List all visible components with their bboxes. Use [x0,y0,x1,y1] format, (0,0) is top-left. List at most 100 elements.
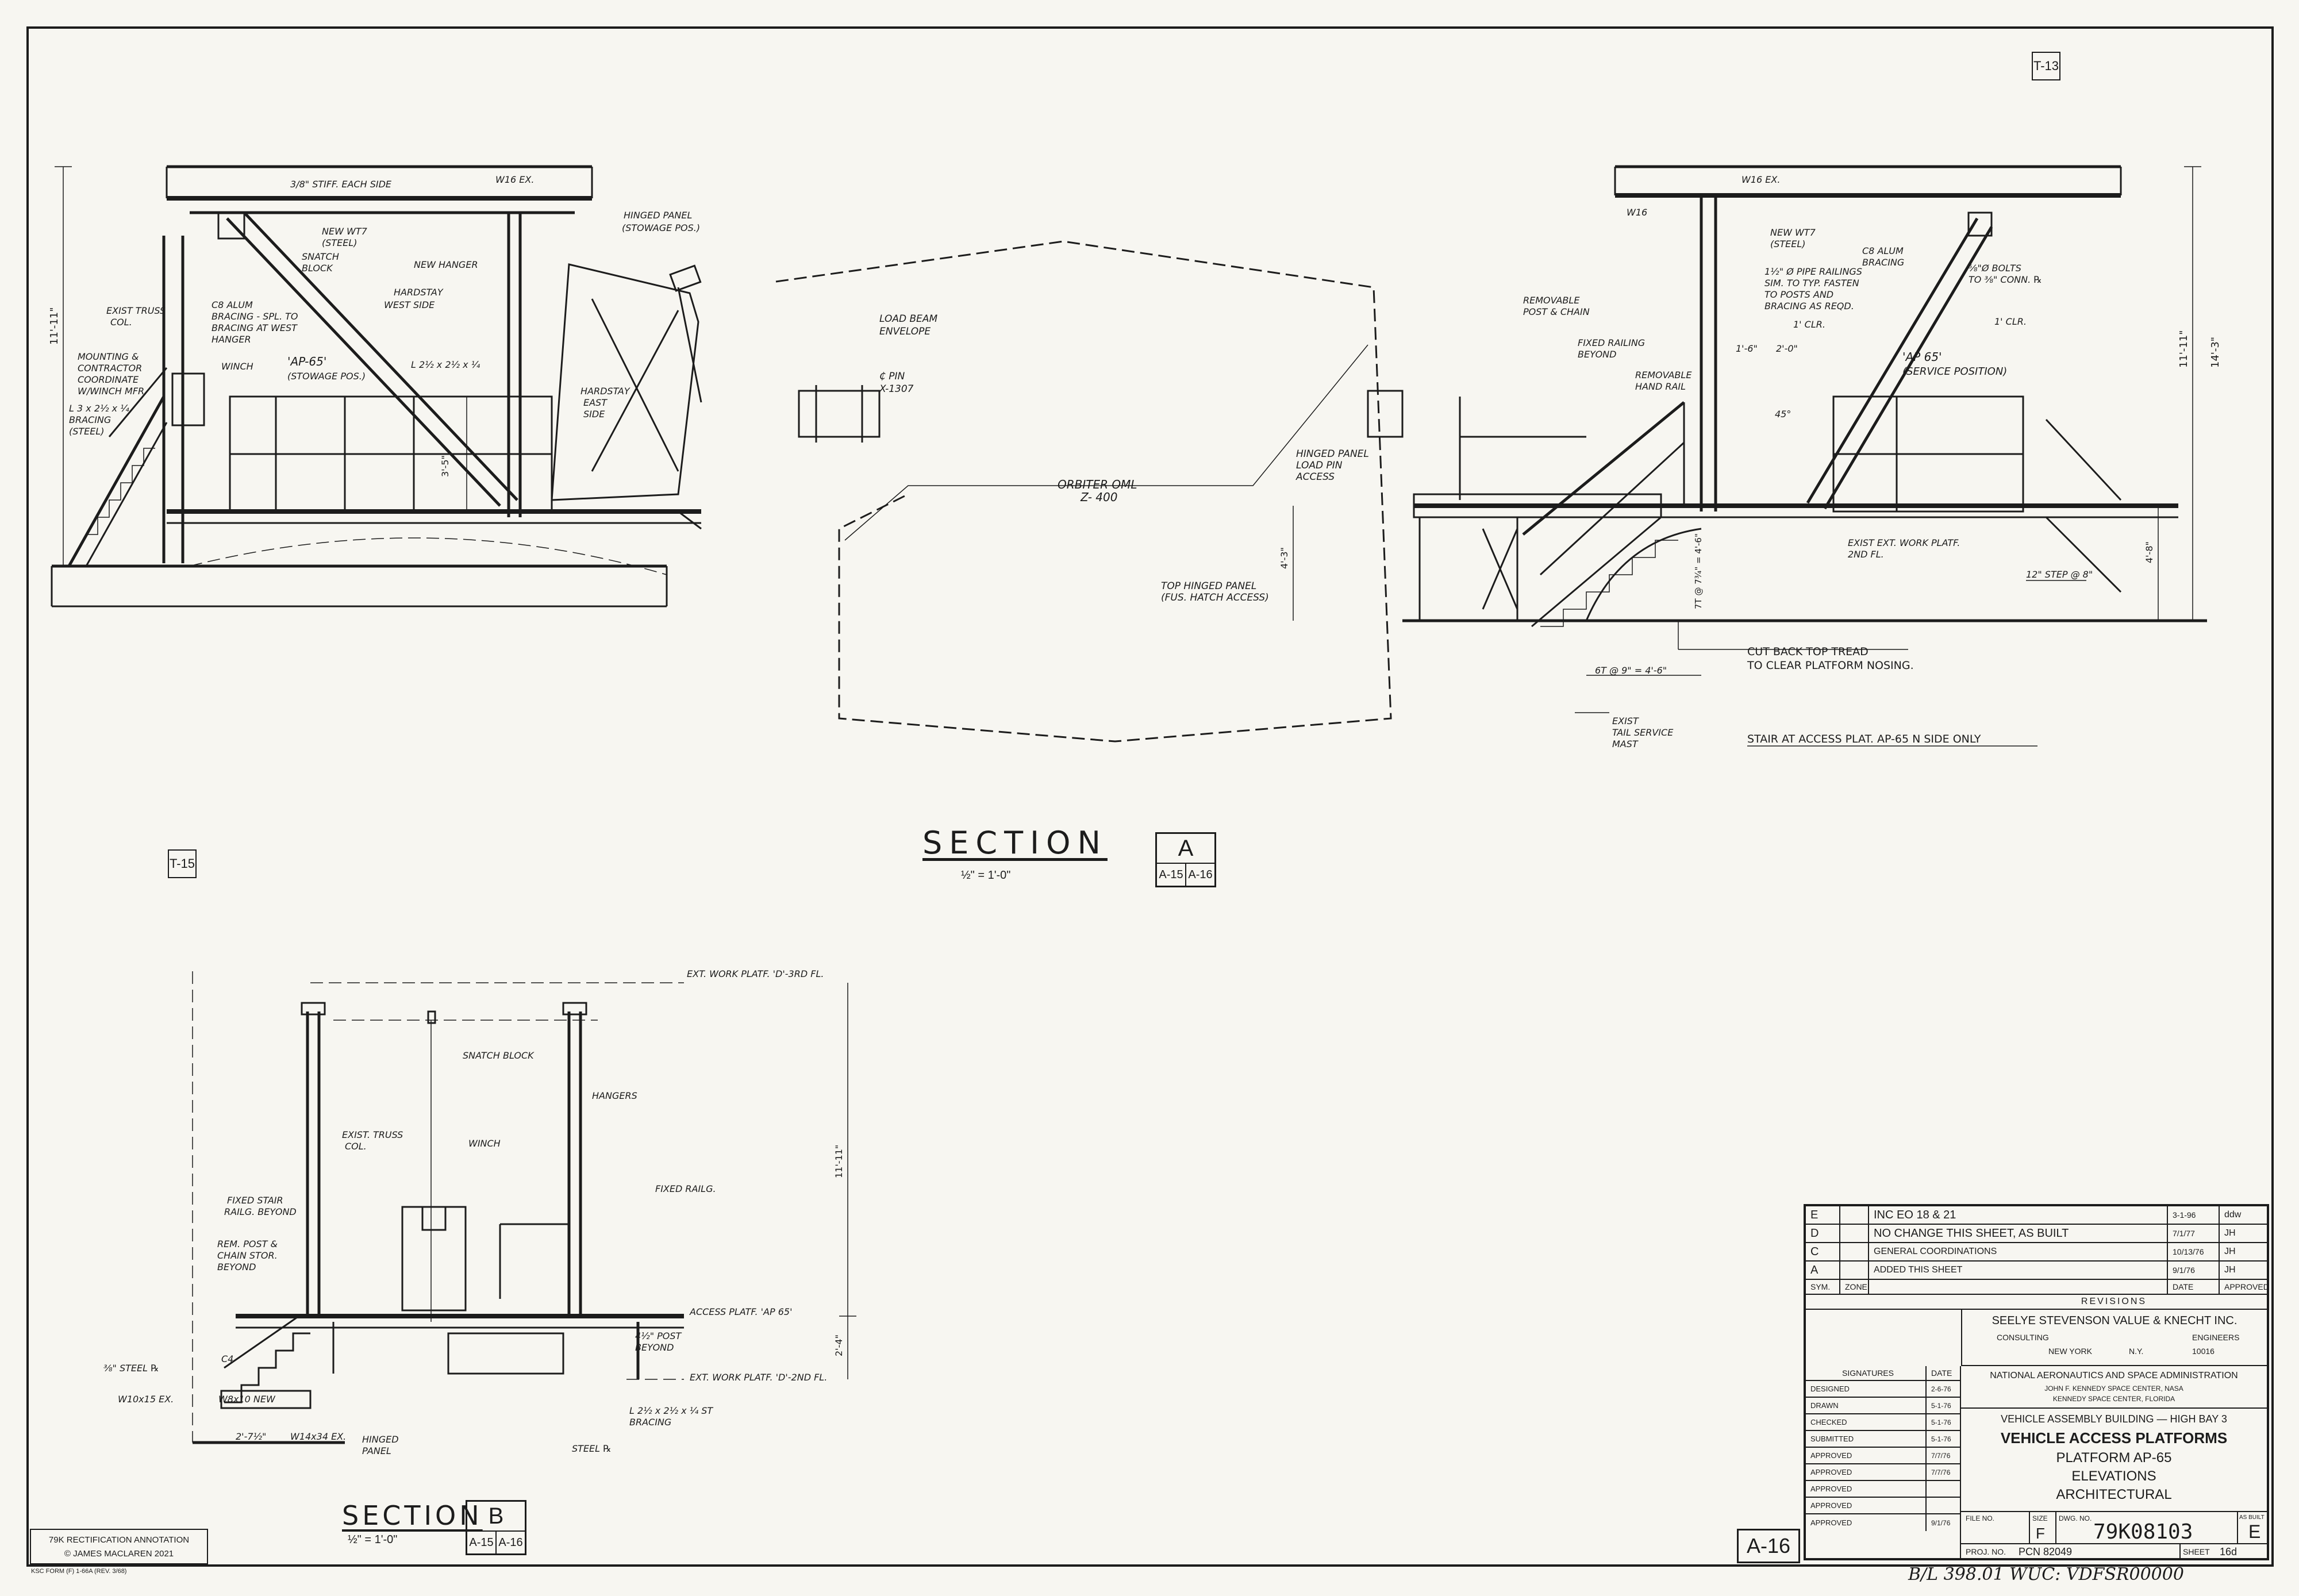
bracing-size-b-label: L 2½ x 2½ x ¼ ST [629,1405,713,1416]
stair-note-label: STAIR AT ACCESS PLAT. AP-65 N SIDE ONLY [1747,733,1981,745]
dwg-no-label: DWG. NO. [2059,1514,2092,1522]
signature-role: APPROVED [1806,1448,1927,1463]
annotation-line-1: 79K RECTIFICATION ANNOTATION [48,1535,190,1545]
mast-label: MAST [1612,739,1639,749]
stiff-label: 3/8" STIFF. EACH SIDE [290,179,392,190]
rev-header-approved: APPROVED [2224,1282,2269,1291]
beyond-label: BEYOND [1578,349,1616,360]
dim-6t: 6T @ 9" = 4'-6" [1595,665,1667,676]
steel-right-label: (STEEL) [1770,239,1806,249]
block-label: BLOCK [302,263,333,274]
chain-stor-label: CHAIN STOR. [217,1250,278,1261]
rev-zone [1840,1243,1869,1260]
col-b-label: COL. [345,1141,367,1152]
revisions-title-row: REVISIONS [1806,1295,2267,1310]
exist-platf-label: EXIST EXT. WORK PLATF. [1848,537,1960,548]
revisions-title: REVISIONS [2081,1297,2147,1306]
signature-date: 5-1-76 [1931,1435,1951,1443]
right-143-dim: 14'-3" [2209,337,2221,368]
bracing-b-label: BRACING [629,1417,671,1428]
section-b-ref-2: A-16 [498,1536,523,1549]
c8-alum-right-label: C8 ALUM [1862,245,1904,256]
sim-label: SIM. TO TYP. FASTEN [1764,278,1859,289]
col-label: COL. [110,317,132,328]
annotation-line-2: © JAMES MACLAREN 2021 [64,1549,174,1559]
signature-role: APPROVED [1806,1514,1927,1531]
to-posts-label: TO POSTS AND [1764,289,1833,300]
ap65-stowage-label: 'AP-65' [287,355,326,368]
fixed-railing-b-label: FIXED RAILG. [655,1183,716,1194]
rev-zone [1840,1225,1869,1242]
sheet-label: SHEET [2183,1547,2210,1556]
beyond-b-label: BEYOND [217,1262,256,1272]
winch-b-label: WINCH [468,1138,501,1149]
bracing-label: BRACING [69,414,111,425]
dim-43: 4'-3" [1279,547,1290,569]
title-line-2: VEHICLE ACCESS PLATFORMS [2000,1429,2228,1447]
sheet-tag: A-16 [1737,1529,1800,1563]
signatures-date-header: DATE [1931,1368,1952,1378]
w8-label: W8x10 NEW [218,1394,276,1405]
stowage-pos-label: (STOWAGE POS.) [622,222,700,233]
rev-zone [1840,1262,1869,1279]
brace-size-label: L 3 x 2½ x ¼ [69,403,129,414]
agency-block: NATIONAL AERONAUTICS AND SPACE ADMINISTR… [1961,1366,2267,1409]
snatch-label: SNATCH [302,251,339,262]
exist-label: EXIST [1612,716,1639,726]
removable-label: REMOVABLE [1523,295,1580,306]
w-winch-label: W/WINCH MFR. [78,386,147,397]
hanger-label: HANGER [212,334,251,345]
file-no-label: FILE NO. [1966,1514,1995,1522]
signature-date: 9/1/76 [1931,1518,1951,1527]
cut-back-label: CUT BACK TOP TREAD [1747,645,1869,658]
ap65-service-label: 'AP 65' [1902,350,1942,364]
agency-center: JOHN F. KENNEDY SPACE CENTER, NASA [2044,1385,2183,1393]
rev-header-zone: ZONE [1840,1280,1869,1294]
hinged-panel-mid-label: HINGED PANEL [1296,448,1369,460]
signature-role: DRAWN [1806,1398,1927,1413]
title-line-1: VEHICLE ASSEMBLY BUILDING — HIGH BAY 3 [2001,1413,2227,1425]
firm-block: SEELYE STEVENSON VALUE & KNECHT INC. CON… [1961,1310,2267,1366]
section-a-right-labels: W16 EX. W16 NEW WT7 (STEEL) C8 ALUM BRAC… [1523,174,2221,749]
new-wt7-right-label: NEW WT7 [1770,227,1816,238]
to-clear-label: TO CLEAR PLATFORM NOSING. [1747,659,1914,672]
rev-sym: C [1806,1243,1840,1260]
section-b-letter: B [467,1502,525,1532]
dim-27-label: 2'-7½" [236,1431,266,1442]
hardstay-east-label: HARDSTAY [580,386,631,397]
hangers-label: HANGERS [592,1090,637,1101]
right-48-dim: 4'-8" [2144,541,2155,563]
right-height-dim: 11'-11" [2178,330,2190,368]
section-a-middle [775,240,1404,743]
revision-row: D NO CHANGE THIS SHEET, AS BUILT 7/1/77 … [1806,1225,2267,1243]
exist-truss-b-label: EXIST. TRUSS [342,1129,403,1140]
access-label: ACCESS [1295,471,1335,483]
fus-hatch-label: (FUS. HATCH ACCESS) [1161,592,1269,603]
signature-date [1927,1481,1959,1497]
rem-post-label: REM. POST & [217,1239,278,1249]
section-b-labels: EXT. WORK PLATF. 'D'-3RD FL. SNATCH BLOC… [103,968,844,1456]
steel-label: (STEEL) [322,237,357,248]
winch-label: WINCH [221,361,253,372]
pin-label: ₵ PIN [879,371,905,382]
tail-label: TAIL SERVICE [1612,727,1674,738]
dim-12: 12" STEP @ 8" [2026,569,2093,580]
railg-beyond-label: RAILG. BEYOND [224,1206,297,1217]
section-a-ref-1: A-15 [1157,864,1186,886]
signature-row: DESIGNED 2-6-76 [1806,1381,1960,1398]
service-label: (SERVICE POSITION) [1902,366,2007,378]
ext-2nd-label: EXT. WORK PLATF. 'D'-2ND FL. [690,1372,827,1383]
dim-20: 2'-0" [1776,343,1798,354]
contractor-label: CONTRACTOR [78,363,142,374]
steel-pl-label: STEEL ℞ [572,1443,612,1454]
load-pin-label: LOAD PIN [1296,460,1343,471]
rev-header-date: DATE [2168,1280,2220,1294]
fixed-stair-label: FIXED STAIR [227,1195,283,1206]
signature-header: SIGNATURES DATE [1806,1366,1960,1381]
signature-role: CHECKED [1806,1414,1927,1430]
section-a-left-labels: 3/8" STIFF. EACH SIDE W16 EX. NEW WT7 (S… [48,174,700,477]
c4-label: C4 [221,1353,233,1364]
signature-role: APPROVED [1806,1481,1927,1497]
